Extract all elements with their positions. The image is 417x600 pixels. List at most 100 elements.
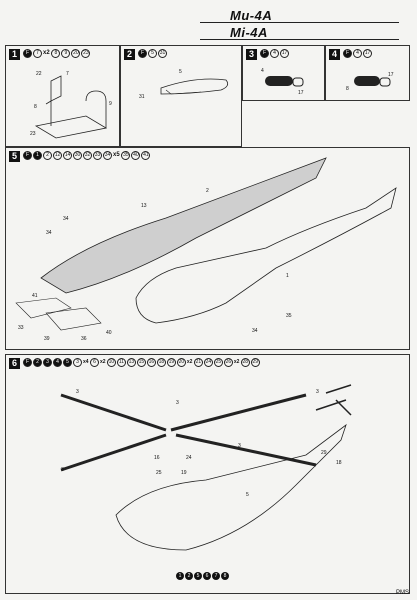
- part-badge: 12: [53, 151, 62, 160]
- label: 3: [176, 400, 179, 406]
- part-badge: 5: [148, 49, 157, 58]
- step-5-drawing: [15, 157, 397, 331]
- label: 35: [286, 313, 292, 319]
- label: 29: [321, 450, 327, 456]
- paint-badge: 5: [194, 572, 202, 580]
- label: 24: [186, 455, 192, 461]
- part-badge: 26: [223, 358, 233, 367]
- step-6-drawing: [60, 384, 352, 551]
- publisher-logo: PMS: [395, 590, 409, 596]
- part-badge: 16: [146, 358, 156, 367]
- part-badge: 5: [63, 358, 72, 367]
- part-badge: 6: [89, 358, 99, 367]
- step-5-number: 5: [9, 151, 20, 162]
- part-badge: 11: [116, 358, 126, 367]
- part-badge: F: [23, 358, 32, 367]
- label: 8: [346, 86, 349, 92]
- label: 17: [298, 90, 304, 96]
- label: 34: [46, 230, 52, 236]
- label: 22: [36, 71, 42, 77]
- part-badge: F: [23, 151, 32, 160]
- label: 4: [261, 68, 264, 74]
- step-4-number: 4: [329, 49, 340, 60]
- step-4-drawing: [354, 76, 391, 87]
- part-badge: F: [138, 49, 147, 58]
- part-badge: 41: [141, 151, 151, 160]
- label: 8: [34, 104, 37, 110]
- label: 3: [61, 467, 64, 473]
- label: 17: [388, 72, 394, 78]
- label: 2: [206, 188, 209, 194]
- label: 18: [336, 460, 342, 466]
- label: 3: [316, 389, 319, 395]
- part-badge: 2: [43, 151, 52, 160]
- part-badge: 4: [53, 358, 62, 367]
- label: 5: [246, 492, 249, 498]
- part-badge: 25: [213, 358, 223, 367]
- label: 34: [252, 328, 258, 334]
- part-badge: 10: [106, 358, 116, 367]
- title-russian: Ми-4А: [230, 8, 273, 23]
- part-badge: 29: [250, 358, 260, 367]
- title-rule-2: [200, 39, 399, 40]
- part-badge: 14: [63, 151, 72, 160]
- label: 33: [18, 325, 24, 331]
- part-badge: 13: [126, 358, 136, 367]
- title-english: Mi-4A: [230, 25, 268, 40]
- part-badge: 3: [43, 358, 52, 367]
- paint-badge: 1: [176, 572, 184, 580]
- part-badge: 32: [83, 151, 92, 160]
- step-1-drawing: [34, 75, 108, 139]
- paint-badge: 6: [203, 572, 211, 580]
- label: 41: [32, 293, 38, 299]
- part-badge: 17: [280, 49, 289, 58]
- part-badge: 19: [166, 358, 176, 367]
- part-badge: 17: [363, 49, 372, 58]
- part-badge: 34: [103, 151, 112, 160]
- part-badge: 31: [158, 49, 167, 58]
- part-badge: 4: [270, 49, 279, 58]
- part-badge: 21: [193, 358, 203, 367]
- part-badge: 24: [203, 358, 213, 367]
- label: 7: [66, 71, 69, 77]
- title-rule: [200, 22, 399, 23]
- label: 25: [156, 470, 162, 476]
- part-badge: 3: [73, 358, 82, 367]
- part-badge: 9: [61, 49, 71, 58]
- step-2-number: 2: [124, 49, 135, 60]
- part-badge: 4: [353, 49, 362, 58]
- part-badge: F: [260, 49, 269, 58]
- step-6-number: 6: [9, 358, 20, 369]
- part-badge: 1: [33, 151, 42, 160]
- label: 16: [154, 455, 160, 461]
- part-badge: 40: [131, 151, 141, 160]
- label: 19: [181, 470, 187, 476]
- label: 23: [30, 131, 36, 137]
- part-badge: 15: [136, 358, 146, 367]
- part-count: x2: [99, 359, 106, 365]
- part-badge: 20: [71, 49, 81, 58]
- part-count: x2: [43, 50, 50, 56]
- part-badge: F: [343, 49, 352, 58]
- label: 3: [76, 389, 79, 395]
- label: 1: [286, 273, 289, 279]
- step-1-number: 1: [9, 49, 20, 60]
- part-badge: 28: [240, 358, 250, 367]
- label: 13: [141, 203, 147, 209]
- part-count: x4: [83, 359, 89, 365]
- part-badge: 2: [33, 358, 42, 367]
- part-badge: 23: [81, 49, 91, 58]
- part-badge: 18: [156, 358, 166, 367]
